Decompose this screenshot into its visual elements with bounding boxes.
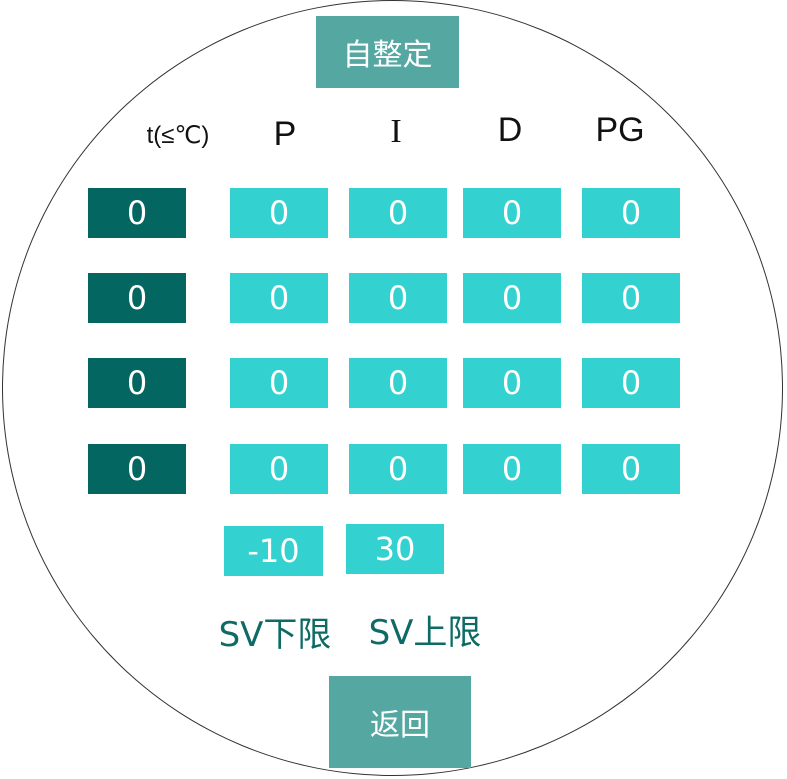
p-input-row-4[interactable]: 0 (230, 444, 328, 494)
p-input-row-2[interactable]: 0 (230, 273, 328, 323)
temperature-input-row-3[interactable]: 0 (88, 358, 186, 408)
back-button[interactable]: 返回 (329, 676, 471, 768)
sv-high-label: SV上限 (368, 612, 482, 653)
header-temperature: t(≤℃) (146, 121, 210, 149)
pg-input-row-2[interactable]: 0 (582, 273, 680, 323)
header-d: D (497, 110, 523, 149)
header-i: I (390, 113, 402, 150)
header-pg: PG (595, 110, 645, 149)
temperature-input-row-2[interactable]: 0 (88, 273, 186, 323)
pg-input-row-1[interactable]: 0 (582, 188, 680, 238)
i-input-row-4[interactable]: 0 (349, 444, 447, 494)
header-p: P (273, 114, 297, 153)
temperature-input-row-4[interactable]: 0 (88, 444, 186, 494)
temperature-input-row-1[interactable]: 0 (88, 188, 186, 238)
i-input-row-2[interactable]: 0 (349, 273, 447, 323)
d-input-row-4[interactable]: 0 (463, 444, 561, 494)
p-input-row-1[interactable]: 0 (230, 188, 328, 238)
autotune-button[interactable]: 自整定 (316, 16, 459, 88)
i-input-row-1[interactable]: 0 (349, 188, 447, 238)
d-input-row-3[interactable]: 0 (463, 358, 561, 408)
sv-high-input[interactable]: 30 (346, 524, 444, 574)
sv-low-label: SV下限 (218, 614, 332, 655)
d-input-row-2[interactable]: 0 (463, 273, 561, 323)
d-input-row-1[interactable]: 0 (463, 188, 561, 238)
pg-input-row-4[interactable]: 0 (582, 444, 680, 494)
i-input-row-3[interactable]: 0 (349, 358, 447, 408)
p-input-row-3[interactable]: 0 (230, 358, 328, 408)
sv-low-input[interactable]: -10 (224, 526, 323, 576)
pg-input-row-3[interactable]: 0 (582, 358, 680, 408)
